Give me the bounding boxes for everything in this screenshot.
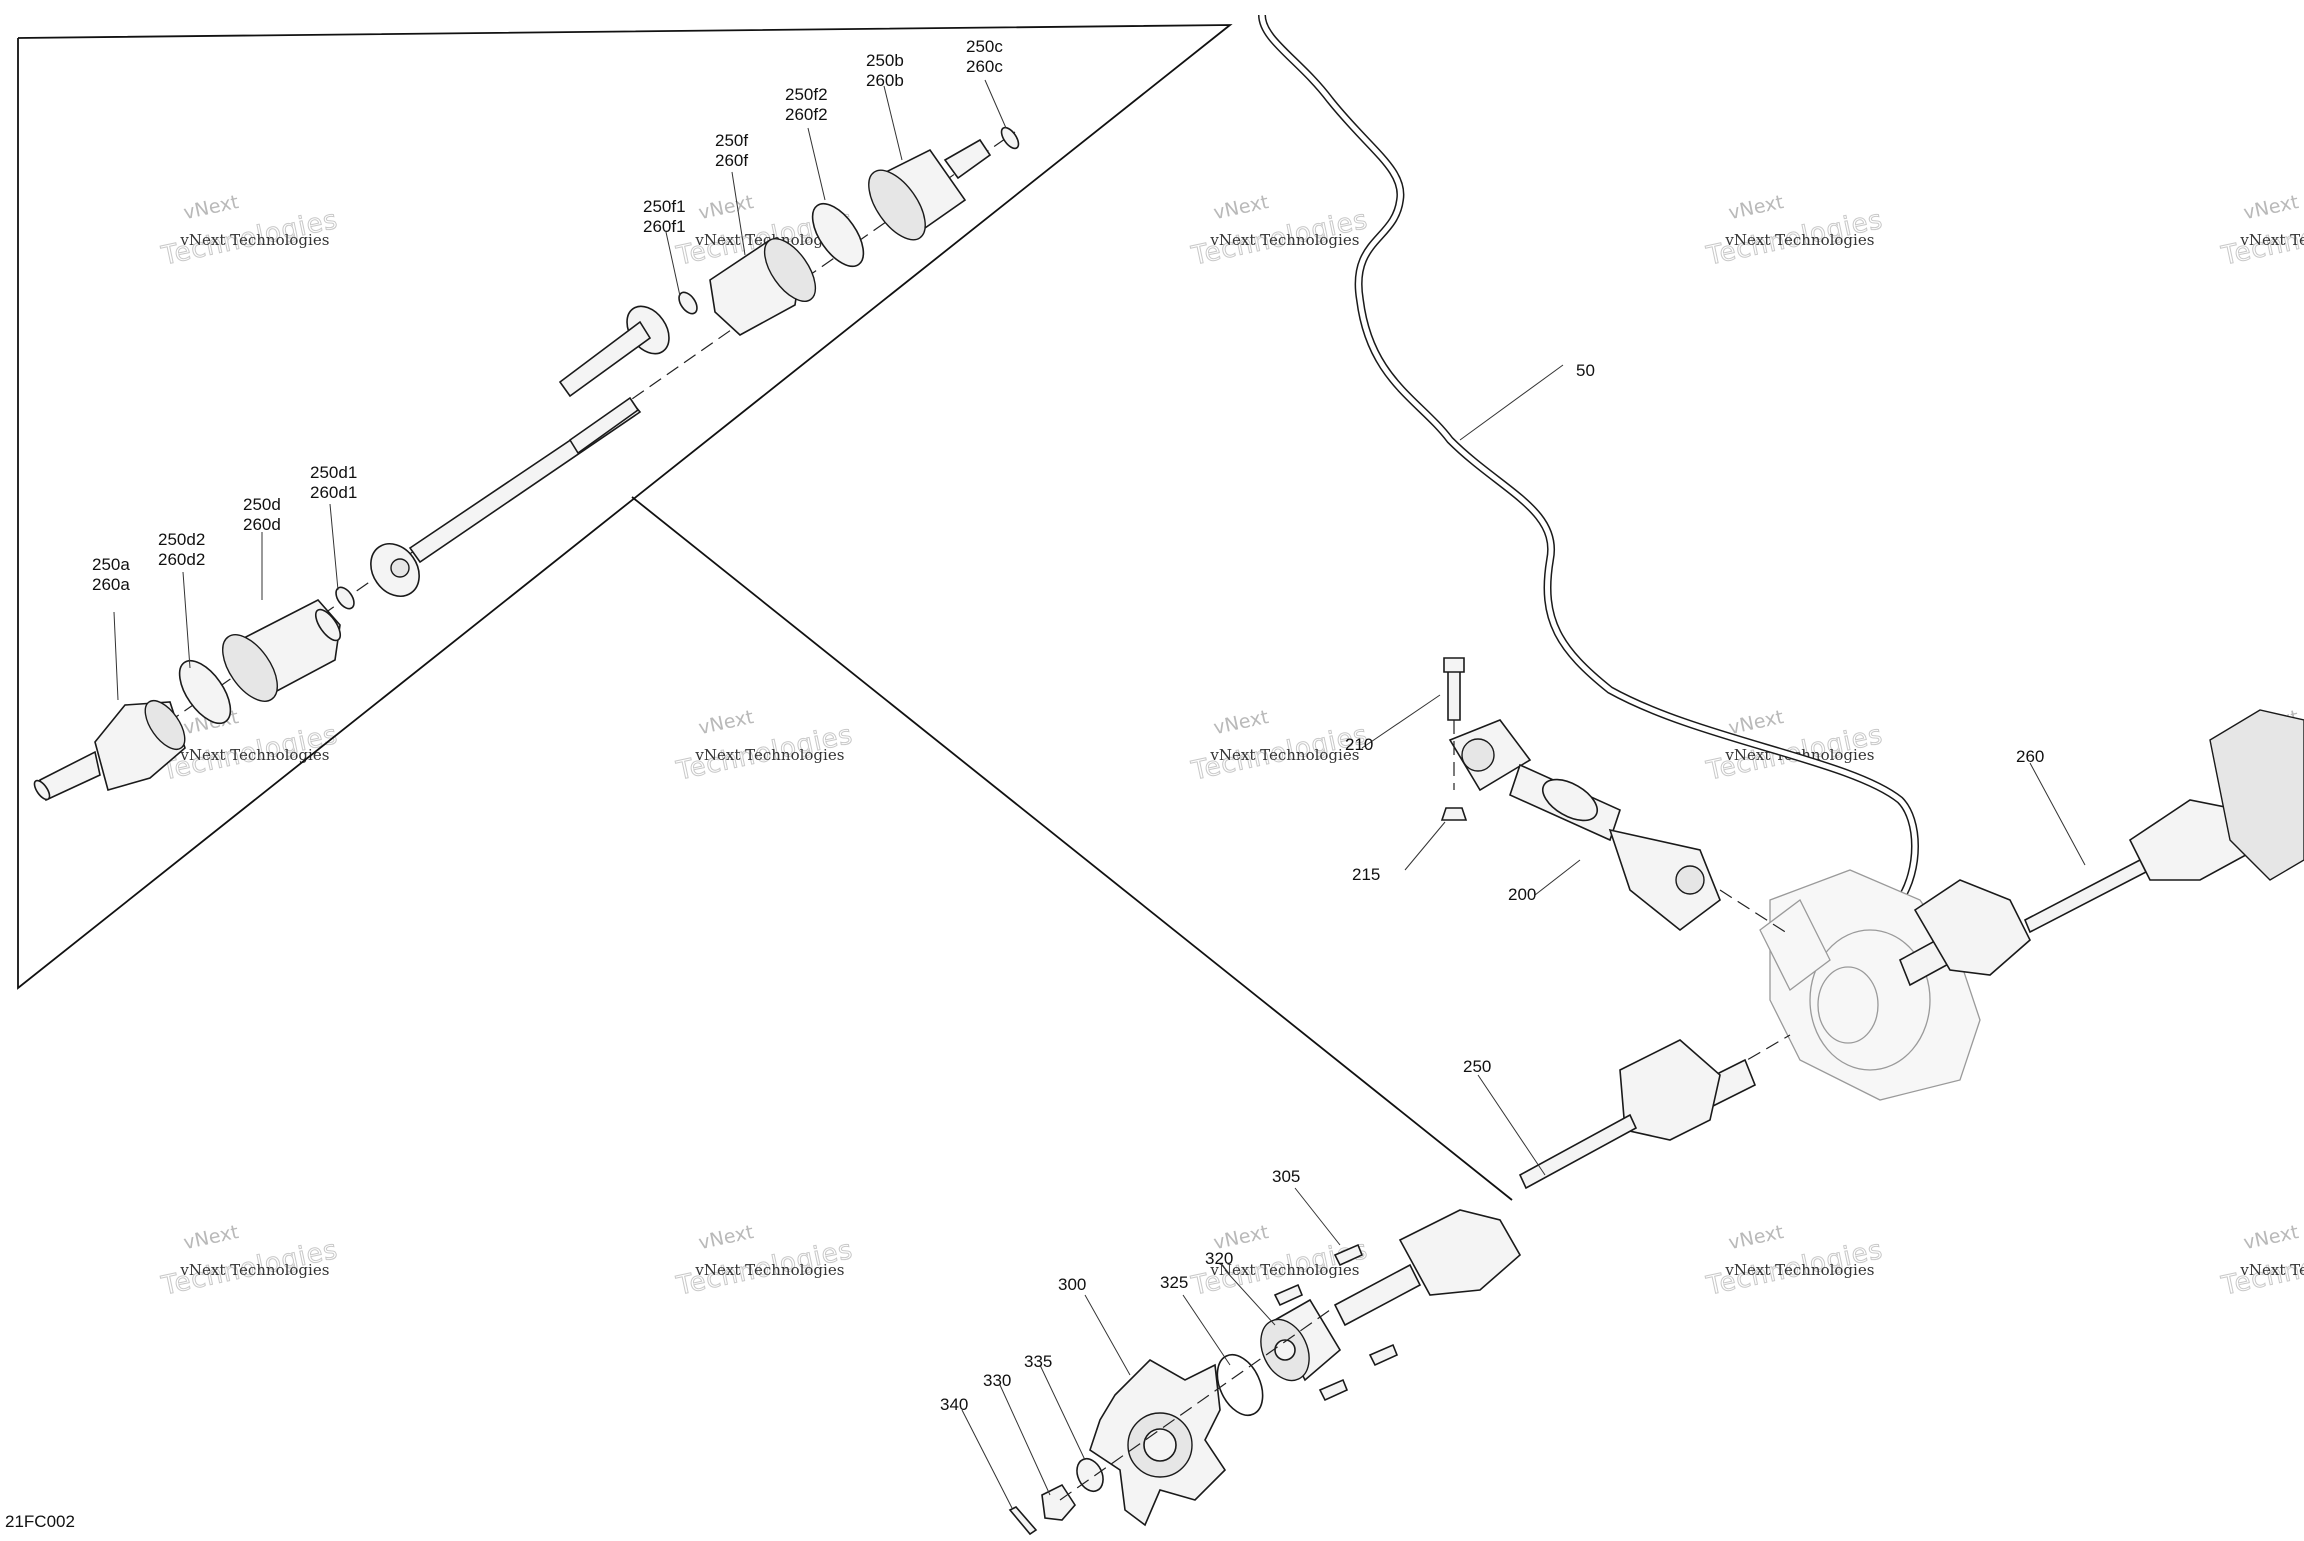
part-250-left-half-shaft [1333, 1034, 1791, 1327]
watermark-text: vNext Technologies [694, 746, 844, 764]
part-325-circlip [1216, 1353, 1264, 1417]
callout-labels: 250a 260a 250d2 260d2 250d 260d 250d1 26… [5, 37, 2044, 1531]
callout-260c: 260c [966, 57, 1003, 76]
callout-215: 215 [1352, 865, 1380, 884]
part-shaft-bar [408, 396, 642, 564]
callout-320: 320 [1205, 1249, 1233, 1268]
callout-325: 325 [1160, 1273, 1188, 1292]
callout-260a: 260a [92, 575, 130, 594]
part-260-right-half-shaft [1898, 709, 2304, 987]
callout-250c: 250c [966, 37, 1003, 56]
watermark-text: vNext Technologies [179, 231, 329, 249]
watermark-script: vNext [697, 706, 756, 739]
callout-260: 260 [2016, 747, 2044, 766]
part-50-vent-hose [1258, 14, 1919, 903]
watermark-text: vNext Technologies [1209, 1261, 1359, 1279]
part-300-hub [1089, 1359, 1227, 1527]
watermark-script: vNext [1212, 706, 1271, 739]
watermark-script: vNext [2242, 191, 2301, 224]
callout-260b: 260b [866, 71, 904, 90]
callout-210: 210 [1345, 735, 1373, 754]
watermark-script: vNext [1727, 706, 1786, 739]
part-250d-boot [222, 599, 342, 702]
watermark-text: vNext Technologies [1724, 231, 1874, 249]
watermark-text: vNext Technologies [1724, 1261, 1874, 1279]
watermark-script: vNext [182, 1221, 241, 1254]
callout-340: 340 [940, 1395, 968, 1414]
inset-pointer-line [631, 496, 1513, 1201]
watermark-text: vNext Technologies [1209, 231, 1359, 249]
part-330-nut [1041, 1483, 1076, 1521]
callout-250: 250 [1463, 1057, 1491, 1076]
watermark-script: vNext [697, 1221, 756, 1254]
callout-260d2: 260d2 [158, 550, 205, 569]
part-250d1-clamp [335, 586, 355, 610]
part-200-prop-shaft [1361, 657, 1791, 936]
part-335-washer [1076, 1457, 1104, 1493]
hub-assembly [961, 1187, 1399, 1536]
part-250b-housing [868, 138, 992, 241]
callout-250f1: 250f1 [643, 197, 686, 216]
part-250f-boot [709, 238, 817, 336]
watermark-script: vNext [1727, 1221, 1786, 1254]
callout-250d1: 250d1 [310, 463, 357, 482]
watermark-script: vNext [697, 191, 756, 224]
detail-inset-frame [17, 24, 1513, 1201]
part-250d2-clamp [178, 659, 232, 725]
inset-exploded-shaft [33, 79, 1020, 802]
part-340-cotter-pin [1008, 1506, 1038, 1536]
callout-330: 330 [983, 1371, 1011, 1390]
figure-code: 21FC002 [5, 1512, 75, 1531]
part-250f1-clamp [678, 291, 698, 315]
callout-300: 300 [1058, 1275, 1086, 1294]
watermark-script: vNext [1212, 191, 1271, 224]
part-inner-spider-2 [558, 305, 670, 398]
callout-260d1: 260d1 [310, 483, 357, 502]
part-320-bearing [1260, 1298, 1342, 1382]
watermark-script: vNext [2242, 1221, 2301, 1254]
callout-200: 200 [1508, 885, 1536, 904]
watermark-script: vNext [1727, 191, 1786, 224]
watermark-text: vNext Technologies [179, 1261, 329, 1279]
callout-260f2: 260f2 [785, 105, 828, 124]
callout-250f: 250f [715, 131, 748, 150]
watermark-text: vNext Technologies [2239, 231, 2304, 249]
callout-260f1: 260f1 [643, 217, 686, 236]
part-250a-outer-joint [33, 699, 186, 802]
callout-260f: 260f [715, 151, 748, 170]
callout-250f2: 250f2 [785, 85, 828, 104]
callout-50: 50 [1576, 361, 1595, 380]
watermark-text: vNext Technologies [2239, 1261, 2304, 1279]
callout-335: 335 [1024, 1352, 1052, 1371]
watermark-text: vNext Technologies [1209, 746, 1359, 764]
watermark-text: vNext Technologies [694, 1261, 844, 1279]
callout-260d: 260d [243, 515, 281, 534]
callout-250a: 250a [92, 555, 130, 574]
callout-250d2: 250d2 [158, 530, 205, 549]
part-inner-spider [370, 543, 420, 597]
callout-305: 305 [1272, 1167, 1300, 1186]
part-250c-circlip [1000, 126, 1020, 150]
watermark-text: vNext Technologies [179, 746, 329, 764]
callout-250d: 250d [243, 495, 281, 514]
callout-250b: 250b [866, 51, 904, 70]
watermark-script: vNext [182, 191, 241, 224]
part-250f2-clamp [811, 202, 865, 268]
